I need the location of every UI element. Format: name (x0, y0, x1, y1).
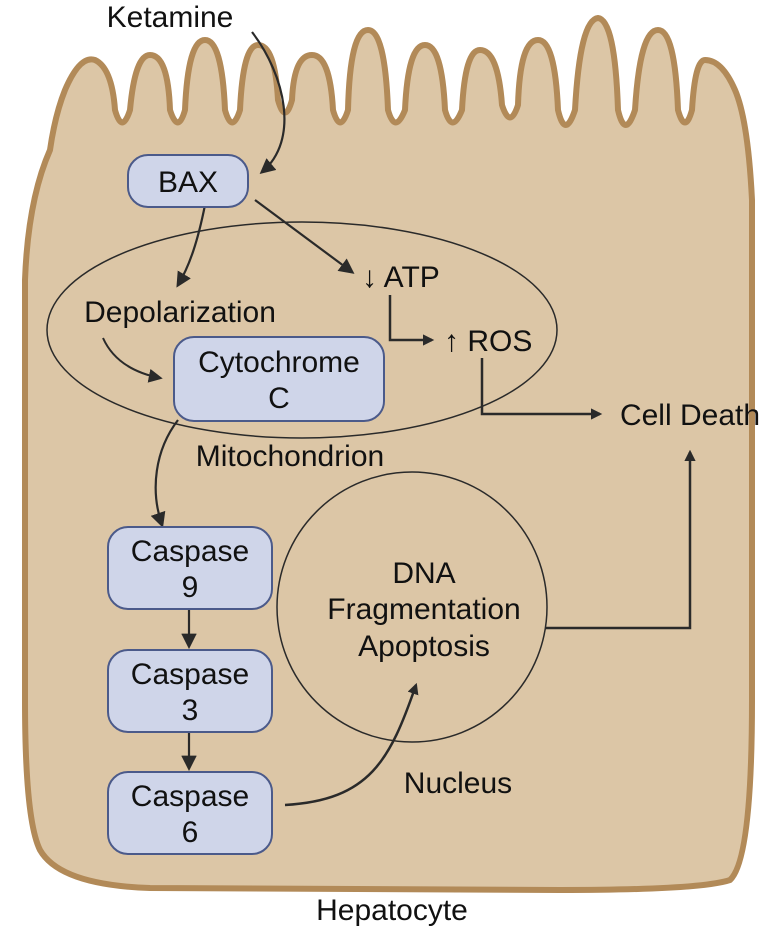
caspase-6-label-line2: 6 (182, 816, 199, 849)
arrow-bax-to-depolarization (176, 204, 207, 288)
nucleus-text-line1: DNA (392, 557, 455, 590)
arrow-caspase6-to-nucleus (284, 682, 419, 807)
arrow-cytochrome-to-caspase9 (150, 419, 179, 528)
ros-label: ↑ ROS (444, 325, 532, 358)
caspase-3-box (107, 649, 273, 733)
caspase-6-box (107, 771, 273, 855)
hepatocyte-label: Hepatocyte (316, 894, 468, 927)
hepatocyte-cell (22, 15, 755, 893)
arrow-depolarization-to-cytochrome (102, 337, 163, 383)
cytochrome-c-box (173, 336, 385, 422)
caspase-6-label-line1: Caspase (131, 780, 249, 813)
atp-label: ↓ ATP (362, 261, 440, 294)
cytochrome-c-label-line1: Cytochrome (198, 346, 360, 379)
arrow-bax-to-atp (254, 199, 355, 274)
arrow-nucleus-to-cell-death (545, 449, 696, 630)
caspase-9-box (107, 526, 273, 610)
caspase-9-label-line2: 9 (182, 571, 199, 604)
mitochondrion-label: Mitochondrion (196, 440, 384, 473)
bax-box (127, 154, 249, 208)
nucleus-text-line3: Apoptosis (358, 630, 490, 663)
cell-death-label: Cell Death (620, 399, 760, 432)
bax-label: BAX (158, 166, 218, 199)
arrow-ketamine-to-bax (251, 31, 286, 174)
mitochondrion-ellipse (46, 221, 558, 439)
caspase-9-label-line1: Caspase (131, 535, 249, 568)
cytochrome-c-label-line2: C (268, 382, 290, 415)
caspase-3-label-line1: Caspase (131, 658, 249, 691)
depolarization-label: Depolarization (84, 296, 276, 329)
nucleus-label: Nucleus (404, 767, 512, 800)
arrow-atp-to-ros (388, 295, 435, 346)
nucleus-text-line2: Fragmentation (327, 593, 520, 626)
ketamine-label: Ketamine (107, 1, 234, 34)
nucleus-circle (276, 471, 548, 743)
arrow-ros-to-cell-death (480, 358, 603, 420)
caspase-3-label-line2: 3 (182, 694, 199, 727)
